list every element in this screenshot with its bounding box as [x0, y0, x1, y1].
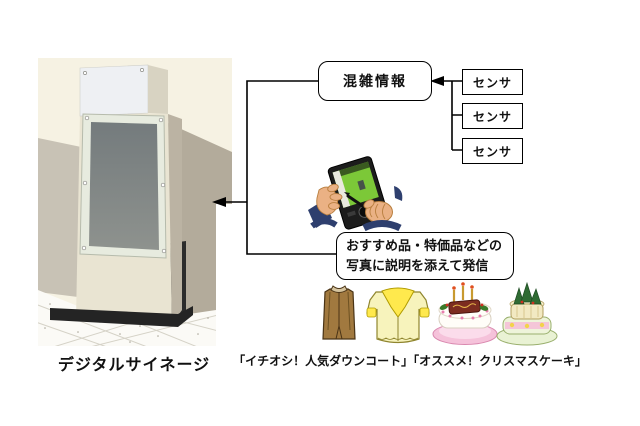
sensor-box-3: センサ [462, 138, 523, 164]
sensor-box-1: センサ [462, 69, 523, 95]
right-hand [363, 199, 393, 223]
pda-hands-icon [308, 156, 403, 232]
sensor-box-2: センサ [462, 103, 523, 129]
kiosk-illustration [38, 58, 232, 346]
white-christmas-cake-icon [432, 282, 498, 345]
stylus-tip [344, 192, 350, 196]
shoulder-sleeve [394, 186, 403, 201]
product-images [322, 281, 558, 346]
congestion-info-label: 混雑情報 [343, 73, 407, 89]
signage-caption: デジタルサイネージ [57, 357, 211, 374]
congestion-info-box: 混雑情報 [318, 61, 432, 101]
wall-shadow-left [38, 138, 86, 298]
arrowhead-to-congestion-icon [430, 76, 444, 86]
screen [89, 122, 159, 250]
floor [38, 290, 216, 346]
left-sleeve [310, 218, 338, 229]
kiosk-side [168, 114, 182, 324]
right-sleeve [362, 220, 402, 232]
cake-trees [513, 281, 542, 305]
line-congestion-to-bubble [246, 80, 336, 255]
products-caption: 「イチオシ！人気ダウンコート」「オススメ！クリスマスケーキ」 [233, 354, 587, 368]
green-christmas-cake-icon [496, 281, 558, 346]
sensor-label-2: センサ [472, 109, 512, 124]
arrowhead-to-kiosk-icon [212, 197, 226, 207]
top-box-side [148, 65, 168, 114]
plinth [50, 306, 193, 327]
left-hand [316, 183, 343, 216]
cake-dots [441, 309, 489, 320]
broadcast-note-bubble: おすすめ品・特価品などの 写真に説明を添えて発信 [336, 232, 514, 280]
bubble-line-1: おすすめ品・特価品などの [346, 238, 503, 253]
screw-dots [81, 68, 167, 254]
sensor-tree-lines [451, 81, 462, 151]
yellow-coat-icon [366, 287, 430, 344]
sensor-label-3: センサ [472, 144, 512, 159]
brown-coat-icon [322, 285, 356, 340]
sensor-label-1: センサ [472, 75, 512, 90]
bubble-line-2: 写真に説明を添えて発信 [346, 257, 489, 273]
